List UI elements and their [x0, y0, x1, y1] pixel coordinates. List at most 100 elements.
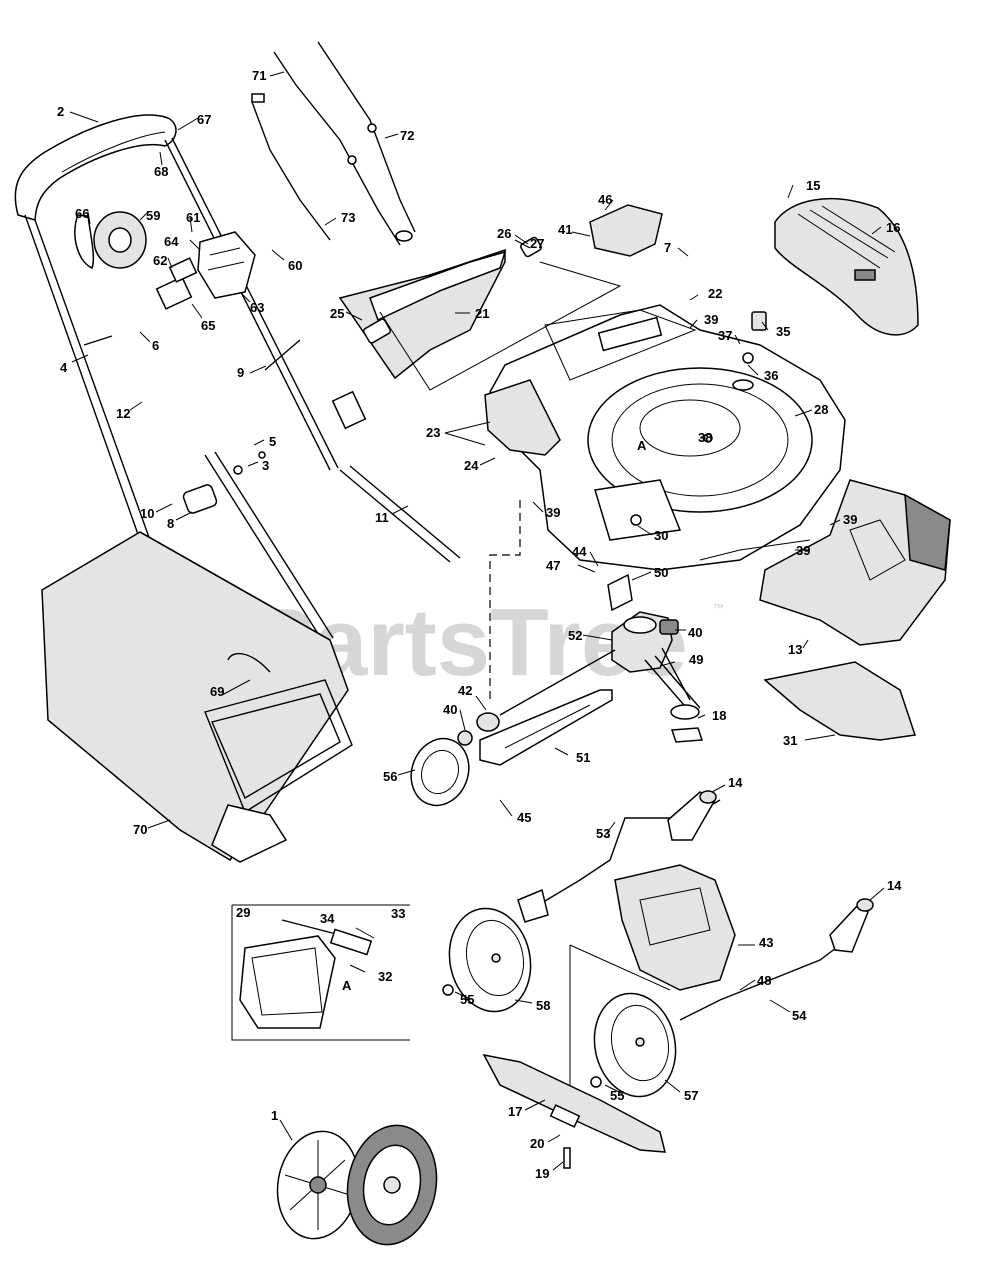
drive-belt	[644, 655, 701, 713]
callout-64: 64	[164, 234, 179, 249]
callout-8: 8	[167, 516, 174, 531]
rear-flap	[589, 204, 663, 257]
cable-guide-pulley	[74, 211, 198, 310]
mower-blade	[482, 1053, 666, 1169]
callout-a-inset: A	[342, 978, 352, 993]
callout-40-left: 40	[443, 702, 457, 717]
callout-30: 30	[654, 528, 668, 543]
callout-67: 67	[197, 112, 211, 127]
callout-48: 48	[757, 973, 771, 988]
callout-19: 19	[535, 1166, 549, 1181]
callout-27: 27	[530, 236, 544, 251]
callout-3: 3	[262, 458, 269, 473]
callout-36: 36	[764, 368, 778, 383]
callout-50: 50	[654, 565, 668, 580]
callout-7: 7	[664, 240, 671, 255]
callout-34: 34	[320, 911, 335, 926]
front-wheel-right	[590, 992, 677, 1098]
assembly-line-a	[489, 500, 521, 700]
callout-52: 52	[568, 628, 582, 643]
callout-40-right: 40	[688, 625, 702, 640]
callout-65: 65	[201, 318, 215, 333]
upper-handle	[14, 114, 339, 541]
callout-69: 69	[210, 684, 224, 699]
rear-discharge-baffle	[614, 864, 736, 991]
callout-18: 18	[712, 708, 726, 723]
callout-26: 26	[497, 226, 511, 241]
callout-38: 38	[698, 430, 712, 445]
mulch-plug	[338, 236, 622, 391]
callout-labels: 2 67 68 71 72 73 66 59 61 64 62 65 63 60…	[57, 68, 902, 1181]
callout-39-right: 39	[843, 512, 857, 527]
callout-10: 10	[140, 506, 154, 521]
rear-wheel	[346, 1124, 438, 1246]
callout-5: 5	[269, 434, 276, 449]
callout-68: 68	[154, 164, 168, 179]
callout-46: 46	[598, 192, 612, 207]
engine-cover	[774, 197, 919, 336]
callout-20: 20	[530, 1136, 544, 1151]
callout-71: 71	[252, 68, 266, 83]
callout-23: 23	[426, 425, 440, 440]
callout-42: 42	[458, 683, 472, 698]
callout-54: 54	[792, 1008, 807, 1023]
callout-33: 33	[391, 906, 405, 921]
callout-66: 66	[75, 206, 89, 221]
handle-bolt	[83, 335, 301, 371]
callout-61: 61	[186, 210, 200, 225]
callout-4: 4	[60, 360, 68, 375]
callout-57: 57	[684, 1088, 698, 1103]
wheel-pulley	[670, 704, 704, 743]
callout-43: 43	[759, 935, 773, 950]
callout-1: 1	[271, 1108, 278, 1123]
callout-a-deck: A	[637, 438, 647, 453]
callout-60: 60	[288, 258, 302, 273]
mower-deck	[484, 304, 846, 571]
callout-39-top: 39	[704, 312, 718, 327]
callout-70: 70	[133, 822, 147, 837]
callout-16: 16	[886, 220, 900, 235]
callout-44: 44	[572, 544, 587, 559]
engine-studs	[703, 311, 767, 443]
bail-control-box	[197, 231, 256, 299]
blade-alignment-line	[569, 944, 671, 1100]
handle-knob	[182, 451, 266, 514]
callout-49: 49	[689, 652, 703, 667]
callout-15: 15	[806, 178, 820, 193]
callout-21: 21	[475, 306, 489, 321]
callout-6: 6	[152, 338, 159, 353]
mulch-plug-inset	[231, 904, 410, 1041]
watermark-trademark: ™	[712, 601, 724, 615]
callout-12: 12	[116, 406, 130, 421]
callout-2: 2	[57, 104, 64, 119]
side-discharge-door	[759, 479, 951, 646]
callout-37: 37	[718, 328, 732, 343]
lower-handle	[204, 390, 461, 641]
callout-59: 59	[146, 208, 160, 223]
callout-51: 51	[576, 750, 590, 765]
callout-31: 31	[783, 733, 797, 748]
callout-39-left: 39	[546, 505, 560, 520]
callout-29: 29	[236, 905, 250, 920]
callout-41: 41	[558, 222, 572, 237]
callout-72: 72	[400, 128, 414, 143]
callout-62: 62	[153, 253, 167, 268]
callout-22: 22	[708, 286, 722, 301]
drive-cable	[273, 41, 416, 246]
callout-35: 35	[776, 324, 790, 339]
leader-lines	[69, 71, 885, 1171]
callout-45: 45	[517, 810, 531, 825]
transmission	[499, 573, 691, 716]
callout-63: 63	[250, 300, 264, 315]
callout-25: 25	[330, 306, 344, 321]
callout-56: 56	[383, 769, 397, 784]
callout-55-right: 55	[610, 1088, 624, 1103]
callout-11: 11	[375, 510, 389, 525]
callout-53: 53	[596, 826, 610, 841]
grass-bag	[41, 531, 353, 863]
callout-14-lower: 14	[887, 878, 902, 893]
side-discharge-chute	[763, 661, 916, 741]
callout-39-front: 39	[796, 543, 810, 558]
front-wheel-left	[442, 907, 532, 1013]
